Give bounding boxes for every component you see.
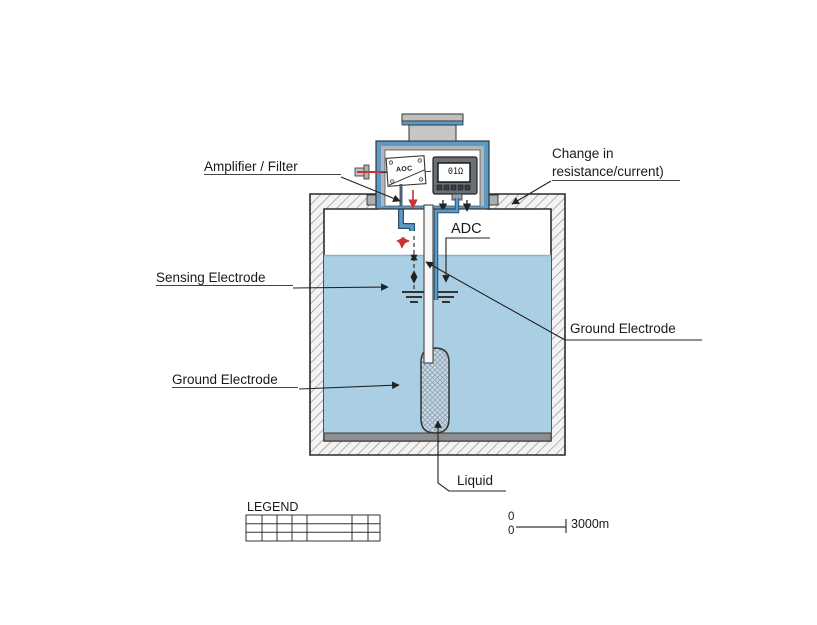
change-in-resistance-line2: resistance/current) bbox=[552, 163, 680, 181]
converter-box bbox=[381, 155, 432, 187]
display-unit bbox=[432, 156, 478, 201]
legend-table bbox=[245, 514, 381, 542]
scale-bar bbox=[516, 519, 567, 533]
ground-electrode-right-label: Ground Electrode bbox=[570, 321, 676, 336]
liquid-label: Liquid bbox=[457, 473, 494, 488]
scale-lower-value: 0 bbox=[508, 525, 515, 537]
change-in-resistance-label: Change in resistance/current) bbox=[552, 145, 680, 181]
ground-electrode-left-label: Ground Electrode bbox=[172, 372, 298, 388]
scale-upper-value: 0 bbox=[508, 511, 515, 523]
scale-distance-label: 3000m bbox=[571, 517, 610, 531]
display-probe-wire bbox=[433, 198, 460, 300]
signal-motion-arrows bbox=[396, 236, 418, 284]
sensing-electrode-ground-symbol bbox=[402, 291, 426, 303]
housing-cap bbox=[401, 113, 464, 142]
probe-tube bbox=[423, 204, 434, 364]
display-reading: 01Ω bbox=[447, 167, 464, 177]
amplifier-filter-label: Amplifier / Filter bbox=[204, 159, 341, 175]
sensing-electrode-label: Sensing Electrode bbox=[156, 270, 293, 286]
change-in-resistance-line1: Change in bbox=[552, 146, 614, 161]
legend-title: LEGEND bbox=[247, 500, 299, 514]
cable-gland bbox=[354, 164, 389, 180]
leader-lines bbox=[292, 176, 702, 492]
converter-box-label: AOC bbox=[395, 165, 413, 174]
converter-output-wire bbox=[399, 184, 418, 209]
adc-label: ADC bbox=[451, 221, 482, 237]
